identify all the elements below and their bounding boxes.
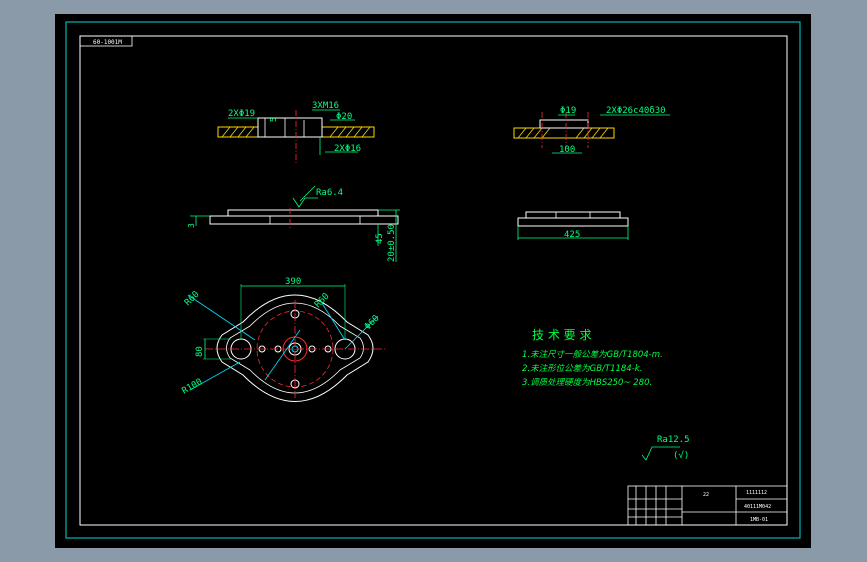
title-block-cell-d: 1MB-01: [750, 517, 768, 523]
title-block: [627, 485, 788, 526]
tech-req-line-2: 2.未注形位公差为GB/T1184-k.: [522, 363, 642, 374]
dim-dia19: Φ19: [560, 106, 576, 116]
technical-requirements: 技 术 要 求 1.未注尺寸一般公差为GB/T1804-m. 2.未注形位公差为…: [522, 328, 663, 388]
tech-req-line-3: 3.调质处理硬度为HBS250~ 280.: [522, 377, 652, 388]
dim-45: 45: [375, 233, 385, 244]
tech-req-line-1: 1.未注尺寸一般公差为GB/T1804-m.: [522, 349, 663, 360]
dim-2x-dia19: 2XΦ19: [228, 109, 255, 119]
title-block-cell-a: 22: [703, 492, 709, 498]
dim-20-tol: 20±0.50: [387, 224, 397, 262]
inner-frame: [79, 35, 788, 526]
top-left-section-view: 2XΦ19 3XM16 Φ20 2XΦ16 5: [217, 101, 375, 165]
roughness-ra64: Ra6.4: [316, 188, 343, 198]
dim-80: 80: [195, 346, 205, 357]
dim-425: 425: [564, 230, 580, 240]
dim-2x-dia16: 2XΦ16: [334, 144, 361, 154]
surface-finish-symbol: Ra12.5 (√): [641, 435, 690, 461]
dim-dia20: Φ20: [336, 112, 352, 122]
dim-2x-dia26: 2XΦ26c40δ30: [606, 106, 666, 116]
outer-frame: [65, 21, 801, 539]
title-block-cell-c: 40111M042: [744, 504, 771, 510]
svg-text:(√): (√): [673, 450, 689, 461]
top-right-section-view: Φ19 2XΦ26c40δ30 100: [513, 106, 670, 155]
header-tag: 60-1001M: [79, 35, 133, 47]
dim-3: 3: [187, 223, 196, 228]
tech-req-title: 技 术 要 求: [532, 328, 591, 342]
drawing-sheet: [55, 14, 811, 548]
header-tag-text: 60-1001M: [93, 39, 122, 46]
dim-100: 100: [559, 145, 575, 155]
surface-finish-label: Ra12.5: [657, 435, 690, 445]
dim-depth: 5: [269, 117, 278, 122]
dim-3xm16: 3XM16: [312, 101, 339, 111]
middle-right-side-view: 425: [517, 211, 629, 240]
middle-left-side-view: Ra6.4 3 45 20±0.50: [187, 185, 400, 262]
title-block-cell-b: 1111112: [746, 490, 767, 496]
dim-390: 390: [285, 277, 301, 287]
